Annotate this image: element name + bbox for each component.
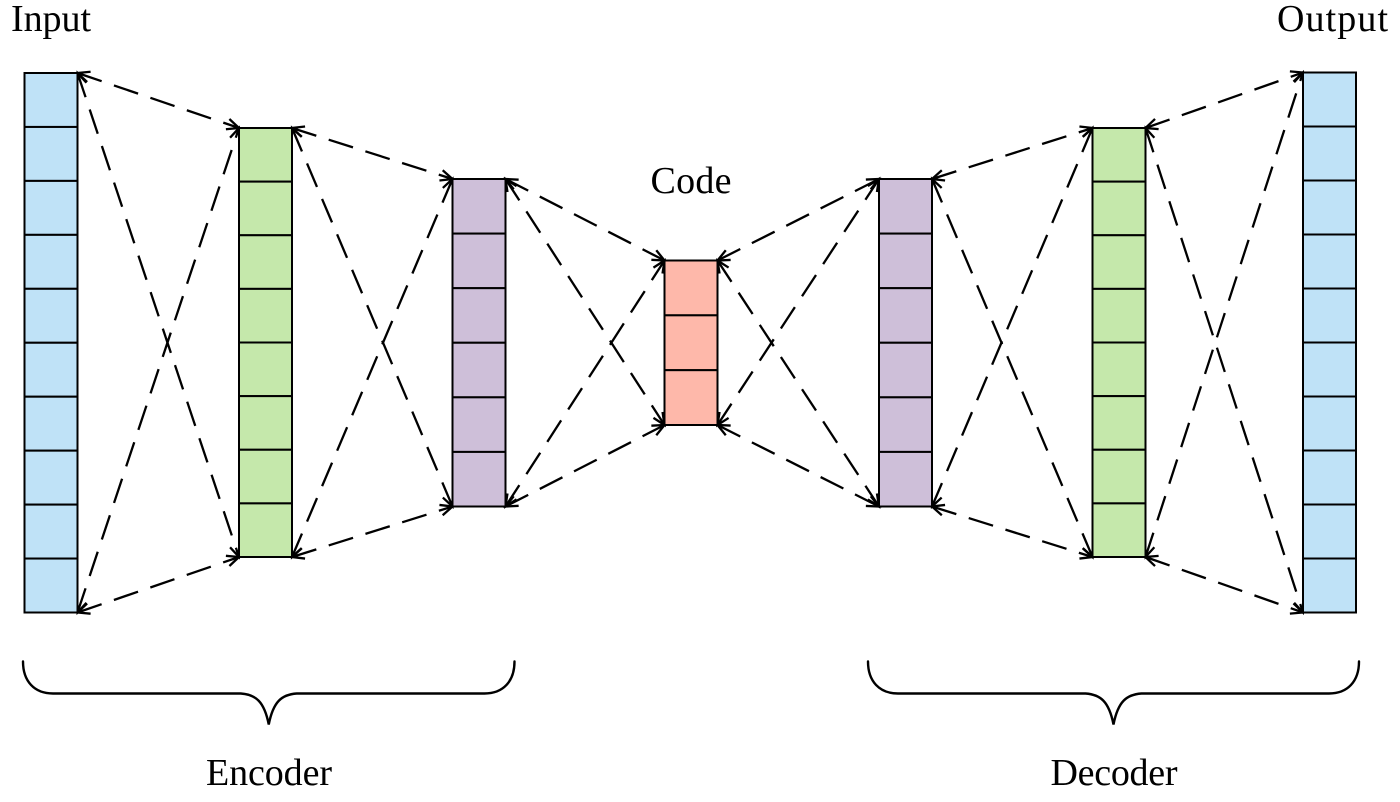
svg-text:Code: Code <box>651 160 732 202</box>
svg-text:Output: Output <box>1277 0 1388 40</box>
svg-text:Input: Input <box>11 0 91 40</box>
svg-text:Decoder: Decoder <box>1051 752 1178 794</box>
svg-text:Encoder: Encoder <box>206 752 332 794</box>
